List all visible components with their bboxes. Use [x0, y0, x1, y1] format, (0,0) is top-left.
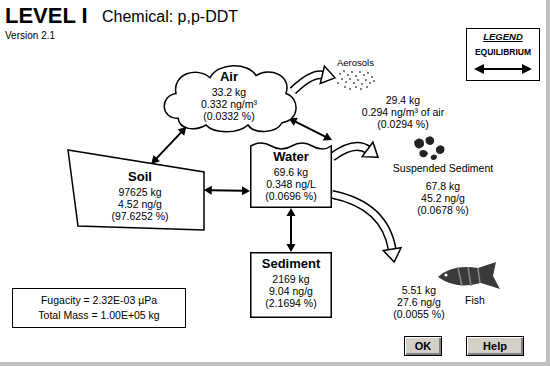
equilibrium-arrow [151, 127, 186, 164]
compartment-name: Aerosols [337, 58, 397, 69]
compartment-value: 33.2 kg [158, 86, 300, 98]
compartment-value: 67.8 kg [378, 180, 508, 192]
equilibrium-arrow [287, 208, 296, 252]
caption-text: Version 2.1 [5, 30, 85, 42]
legend-text: EQUILIBRIUM [466, 48, 540, 58]
compartment-value: (0.0678 %) [378, 204, 508, 216]
water-compartment: Water69.6 kg0.348 ng/L(0.0696 %) [250, 140, 332, 208]
caption-text: LEGEND [466, 32, 540, 43]
legend-arrow [474, 64, 532, 74]
soil-compartment: Soil97625 kg4.52 ng/g(97.6252 %) [66, 148, 208, 232]
compartment-value: 4.52 ng/g [72, 198, 208, 210]
compartment-value: (97.6252 %) [72, 210, 208, 222]
compartment-value: Total Mass = 1.00E+05 kg [12, 309, 186, 321]
compartment-value: (0.0055 %) [388, 308, 450, 320]
compartment-name: Suspended Sediment [378, 162, 508, 174]
compartment-value: 2169 kg [250, 273, 332, 285]
compartment-value: 9.04 ng/g [250, 285, 332, 297]
compartment-value: 0.348 ng/L [250, 178, 332, 190]
compartment-value: 5.51 kg [388, 284, 450, 296]
compartment-name: Fish [450, 294, 500, 306]
equilibrium-arrow [289, 118, 332, 141]
legend-box [467, 29, 540, 81]
window-frame [0, 362, 550, 366]
aerosol-compartment: Aerosols 29.4 kg0.294 ng/m³ of air(0.0294… [335, 56, 451, 134]
transfer-arrow [332, 194, 401, 262]
sediment-particles [414, 136, 445, 160]
compartment-value: 27.6 ng/g [388, 296, 450, 308]
fish-compartment: Fish5.51 kg27.6 ng/g(0.0055 %) [388, 262, 512, 324]
transfer-arrow [332, 142, 378, 157]
aerosol-icon [337, 70, 375, 90]
window-frame [546, 0, 550, 366]
compartment-name: Help [467, 340, 523, 353]
compartment-name: OK [405, 340, 441, 353]
compartment-value: (0.0294 %) [355, 118, 451, 130]
compartment-value: 45.2 ng/g [378, 192, 508, 204]
compartment-value: (0.0332 %) [158, 110, 300, 122]
summary-box: Fugacity = 2.32E-03 µPaTotal Mass = 1.00… [12, 288, 186, 328]
compartment-name: Air [158, 70, 300, 85]
air-compartment: Air33.2 kg0.332 ng/m³(0.0332 %) [158, 62, 300, 134]
sediment-compartment: Sediment2169 kg9.04 ng/g(2.1694 %) [250, 252, 332, 318]
equilibrium-arrow [204, 186, 250, 196]
compartment-name: Soil [72, 170, 208, 185]
transfer-arrow [293, 66, 335, 91]
compartment-name: Water [250, 150, 332, 165]
caption-text: Chemical: p,p-DDT [102, 8, 302, 26]
compartment-value: (0.0696 %) [250, 190, 332, 202]
ok-button: OK [404, 336, 442, 356]
compartment-value: 69.6 kg [250, 166, 332, 178]
help-button: Help [466, 336, 524, 356]
compartment-name: Fugacity = 2.32E-03 µPa [12, 294, 186, 306]
compartment-value: 29.4 kg [355, 94, 451, 106]
compartment-value: 0.332 ng/m³ [158, 98, 300, 110]
compartment-value: (2.1694 %) [250, 297, 332, 309]
compartment-name: Sediment [250, 257, 332, 272]
suspended-sediment-compartment: Suspended Sediment 67.8 kg45.2 ng/g(0.067… [378, 132, 508, 216]
compartment-value: 0.294 ng/m³ of air [355, 106, 451, 118]
compartment-value: 97625 kg [72, 186, 208, 198]
fish-icon [438, 262, 500, 289]
